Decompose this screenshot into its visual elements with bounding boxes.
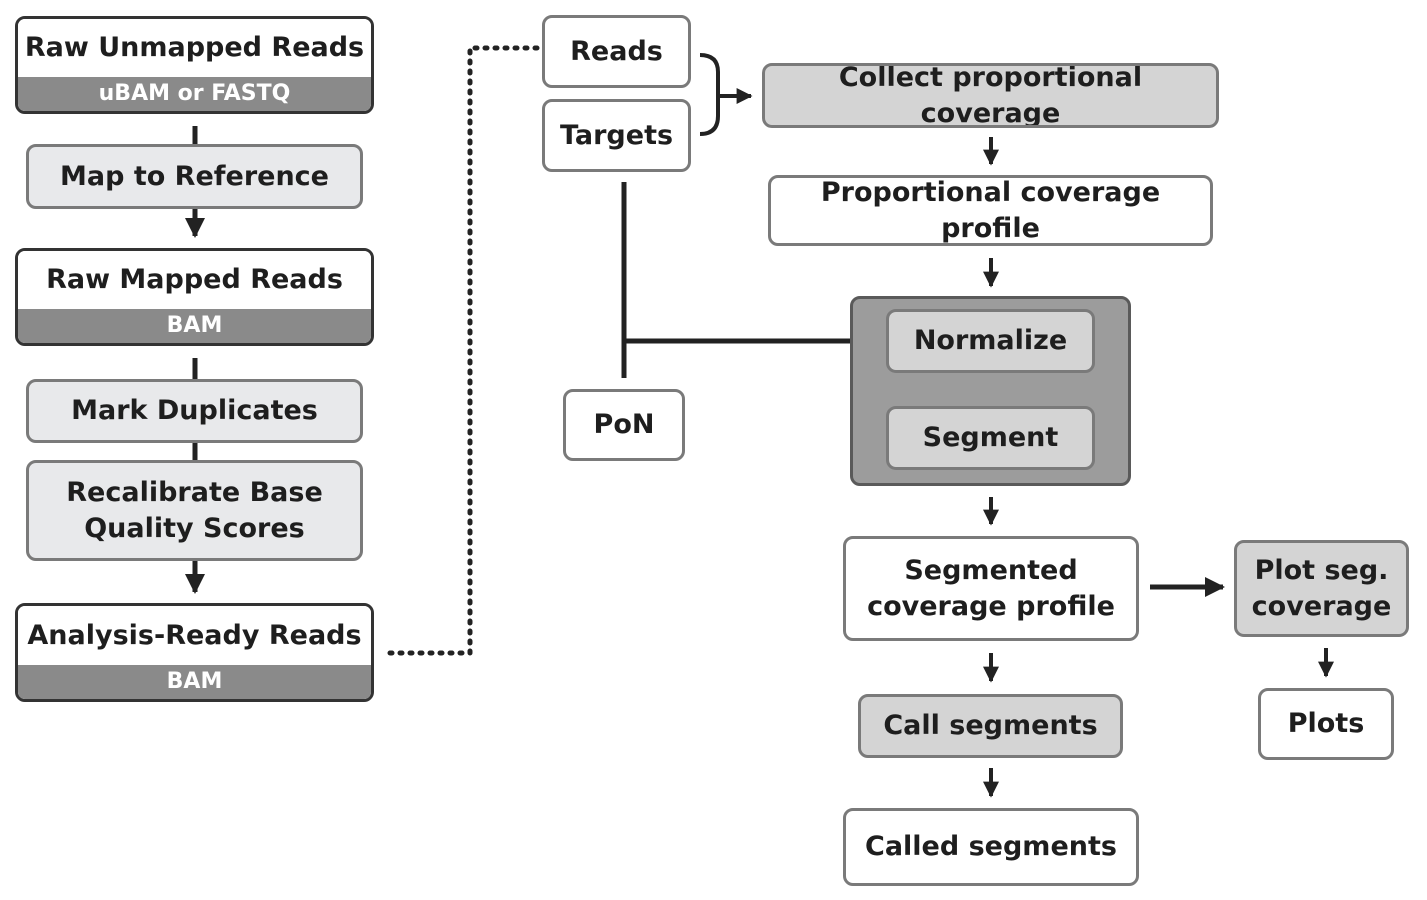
raw-mapped-reads-box: Raw Mapped Reads BAM bbox=[15, 248, 374, 346]
targets-box: Targets bbox=[542, 99, 691, 172]
raw-mapped-reads-label: Raw Mapped Reads bbox=[18, 251, 371, 309]
normalize-label: Normalize bbox=[913, 325, 1068, 357]
normalize-box: Normalize bbox=[886, 309, 1095, 373]
raw-mapped-reads-format: BAM bbox=[18, 309, 371, 343]
raw-unmapped-reads-box: Raw Unmapped Reads uBAM or FASTQ bbox=[15, 16, 374, 114]
pon-box: PoN bbox=[563, 389, 685, 461]
collect-coverage-box: Collect proportional coverage bbox=[762, 63, 1219, 128]
called-segments-label: Called segments bbox=[865, 831, 1117, 863]
segment-label: Segment bbox=[922, 422, 1059, 454]
segmented-label-line2: coverage profile bbox=[867, 590, 1115, 622]
reads-box: Reads bbox=[542, 15, 691, 88]
reads-label: Reads bbox=[570, 35, 663, 67]
dotted-link-ready-to-reads bbox=[387, 45, 541, 656]
analysis-ready-reads-label: Analysis-Ready Reads bbox=[18, 606, 371, 665]
mark-duplicates-label: Mark Duplicates bbox=[71, 395, 318, 427]
segmented-label-line1: Segmented bbox=[904, 555, 1078, 587]
analysis-ready-reads-format: BAM bbox=[18, 665, 371, 699]
coverage-profile-box: Proportional coverage profile bbox=[768, 175, 1213, 246]
recalibrate-box: Recalibrate Base Quality Scores bbox=[26, 460, 363, 561]
raw-unmapped-reads-format: uBAM or FASTQ bbox=[18, 77, 371, 111]
mark-duplicates-box: Mark Duplicates bbox=[26, 379, 363, 443]
segmented-profile-box: Segmented coverage profile bbox=[843, 536, 1139, 641]
plots-label: Plots bbox=[1287, 708, 1365, 740]
pon-label: PoN bbox=[593, 409, 655, 441]
plot-coverage-box: Plot seg. coverage bbox=[1234, 540, 1409, 637]
called-segments-box: Called segments bbox=[843, 808, 1139, 886]
collect-coverage-label: Collect proportional coverage bbox=[838, 63, 1143, 128]
analysis-ready-reads-box: Analysis-Ready Reads BAM bbox=[15, 603, 374, 702]
coverage-profile-label: Proportional coverage profile bbox=[820, 177, 1161, 244]
recalibrate-label-line1: Recalibrate Base bbox=[66, 477, 323, 509]
segment-box: Segment bbox=[886, 406, 1095, 470]
plots-box: Plots bbox=[1258, 688, 1394, 760]
plot-label-line1: Plot seg. bbox=[1254, 555, 1389, 587]
map-to-reference-box: Map to Reference bbox=[26, 144, 363, 209]
targets-label: Targets bbox=[559, 119, 674, 151]
recalibrate-label-line2: Quality Scores bbox=[84, 512, 305, 544]
call-segments-label: Call segments bbox=[883, 710, 1098, 742]
map-to-reference-label: Map to Reference bbox=[60, 160, 329, 192]
raw-unmapped-reads-label: Raw Unmapped Reads bbox=[18, 19, 371, 77]
plot-label-line2: coverage bbox=[1251, 590, 1392, 622]
brace-reads-targets bbox=[699, 53, 720, 136]
call-segments-box: Call segments bbox=[858, 694, 1123, 758]
